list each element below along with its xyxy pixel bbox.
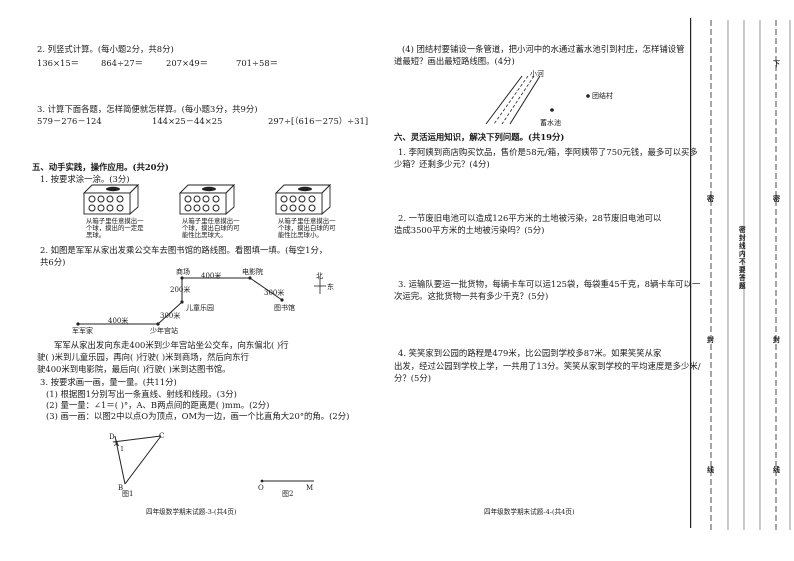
label-300-mid: 300米 bbox=[160, 312, 181, 320]
label-200: 200米 bbox=[170, 286, 191, 294]
east-label: 东 bbox=[327, 283, 334, 291]
ball-box-3 bbox=[274, 183, 332, 215]
notice-char-2: 封 bbox=[739, 234, 746, 242]
box2-caption: 从箱子里任意摸出一个球，摸出白球的可能性比黑球大。 bbox=[182, 217, 240, 239]
outer-char-3: 封 bbox=[773, 335, 780, 344]
fig1-label-b: B bbox=[118, 484, 124, 492]
s5-q2-title-2: 共6分) bbox=[40, 257, 66, 267]
box1-caption: 从箱子里任意摸出一个球，摸出的一定是黑球。 bbox=[86, 217, 144, 239]
q4-line-1: (4) 团结村要铺设一条管道，把小河中的水通过蓄水池引到村庄，怎样铺设管 bbox=[402, 44, 685, 54]
fig1-label-d: D bbox=[109, 433, 115, 441]
calc-item-3: 207×49＝ bbox=[166, 58, 209, 68]
route-line-1: 军军从家出发向东走400米到少年宫站坐公交车，向东偏北( )行 bbox=[54, 340, 289, 350]
label-shangchang: 商场 bbox=[176, 268, 190, 276]
route-line-2: 驶( )米到儿童乐园，再向( )行驶( )米到商场，然后向东行 bbox=[37, 352, 249, 362]
left-footer: 四年级数学期末试题-3-(共4页) bbox=[146, 508, 237, 516]
p4-line-2: 出发，经过公园到学校上学，一共用了13分。笑笑从家到学校的平均速度是多少米/ bbox=[394, 361, 701, 371]
right-footer: 四年级数学期末试题-4-(共4页) bbox=[484, 508, 575, 516]
fig1-label-a: A bbox=[114, 440, 120, 448]
label-400-bottom: 400米 bbox=[108, 317, 129, 325]
calc-item-4: 701÷58＝ bbox=[236, 58, 279, 68]
label-pool: 蓄水池 bbox=[540, 119, 561, 127]
fig2-label-m: M bbox=[306, 484, 314, 492]
label-400-top: 400米 bbox=[201, 272, 222, 280]
figure-1 bbox=[112, 435, 162, 485]
label-river: 小河 bbox=[530, 70, 544, 78]
fig2-caption: 图2 bbox=[282, 490, 294, 498]
route-line-3: 驶400米到电影院，最后向( )行驶( )米到达图书馆。 bbox=[37, 364, 231, 374]
north-label: 北 bbox=[316, 272, 323, 280]
calc-item-2: 864÷27＝ bbox=[101, 58, 144, 68]
label-tushuguan: 图书馆 bbox=[274, 304, 295, 312]
p2-line-1: 2. 一节废旧电池可以造成126平方米的土地被污染，28节废旧电池可以 bbox=[398, 213, 662, 223]
p1-line-2: 少箱？还剩多少元？(4分) bbox=[394, 159, 490, 169]
outer-char-4: 线 bbox=[773, 465, 780, 474]
section6-title: 六、灵活运用知识，解决下列问题。(共19分) bbox=[394, 132, 565, 142]
s5-q1-title: 1. 按要求涂一涂。(3分) bbox=[40, 174, 130, 184]
label-shaonian: 少年宫站 bbox=[150, 327, 178, 335]
q3-title: 3. 计算下面各题，怎样简便就怎样算。(每小题3分，共9分) bbox=[37, 104, 258, 114]
notice-char-7: 答 bbox=[739, 274, 746, 282]
label-dianyingyuan: 电影院 bbox=[242, 268, 263, 276]
q4-line-2: 道最短？画出最短路线图。(4分) bbox=[394, 56, 515, 66]
ball-box-1 bbox=[82, 183, 140, 215]
s5-q3-title: 3. 按要求画一画，量一量。(共11分) bbox=[40, 377, 177, 387]
inner-char-3: 线 bbox=[707, 465, 714, 474]
fig2-label-o: O bbox=[258, 484, 264, 492]
simplify-item-2: 144×25－44×25 bbox=[152, 116, 223, 126]
s5-q3-item-1: (1) 根据图1分别写出一条直线、射线和线段。(3分) bbox=[46, 389, 237, 399]
q2-title: 2. 列竖式计算。(每小题2分，共8分) bbox=[37, 44, 174, 54]
outer-char-1: 下 bbox=[773, 59, 780, 68]
p3-line-1: 3. 运输队要运一批货物，每辆卡车可以运125袋，每袋重45千克，8辆卡车可以一 bbox=[398, 279, 701, 289]
label-ertong: 儿童乐园 bbox=[186, 304, 214, 312]
figure-2 bbox=[260, 479, 314, 483]
notice-char-4: 内 bbox=[739, 250, 746, 258]
notice-char-3: 线 bbox=[739, 242, 746, 250]
simplify-item-1: 579－276－124 bbox=[37, 116, 102, 126]
binding-notice: 密 封 线 内 不 要 答 题 bbox=[739, 226, 749, 290]
p4-line-1: 4. 笑笑家到公园的路程是479米，比公园到学校多87米。如果笑笑从家 bbox=[398, 348, 662, 358]
p1-line-1: 1. 李阿姨到商店购买饮品，售价是58元/箱，李阿姨带了750元钱，最多可以买多 bbox=[398, 147, 698, 157]
outer-char-2: 密 bbox=[773, 194, 780, 203]
fig1-caption: 图1 bbox=[122, 490, 134, 498]
label-300-right: 300米 bbox=[264, 289, 285, 297]
label-village: 团结村 bbox=[592, 92, 613, 100]
label-junjun: 军军家 bbox=[72, 327, 93, 335]
fig1-label-1: 1 bbox=[120, 445, 125, 453]
calc-item-1: 136×15＝ bbox=[37, 58, 80, 68]
notice-char-5: 不 bbox=[739, 258, 746, 266]
s5-q3-item-2: (2) 量一量：∠1＝( )°，A、B两点间的距离是( )mm。(2分) bbox=[46, 400, 270, 410]
fig1-label-c: C bbox=[159, 432, 165, 440]
p2-line-2: 造成3500平方米的土地被污染吗？(5分) bbox=[394, 225, 545, 235]
route-map bbox=[76, 276, 326, 326]
box3-caption: 从箱子里任意摸出一个球，摸出白球的可能性比黑球小。 bbox=[278, 217, 336, 239]
river-diagram bbox=[485, 75, 590, 125]
inner-char-1: 密 bbox=[707, 194, 714, 203]
p4-line-3: 分？(5分) bbox=[394, 373, 431, 383]
binding-strip bbox=[690, 18, 791, 530]
ball-box-2 bbox=[178, 183, 236, 215]
section5-title: 五、动手实践，操作应用。(共20分) bbox=[32, 162, 169, 172]
simplify-item-3: 297÷[（616－275）÷31] bbox=[268, 116, 369, 126]
inner-char-2: 封 bbox=[707, 335, 714, 344]
s5-q3-item-3: (3) 画一画：以图2中以点O为顶点，OM为一边，画一个比直角大20°的角。(2… bbox=[46, 411, 350, 421]
p3-line-2: 次运完。这批货物一共有多少千克？(5分) bbox=[394, 291, 549, 301]
notice-char-8: 题 bbox=[739, 282, 746, 290]
s5-q2-title: 2. 如图是军军从家出发乘公交车去图书馆的路线图。看图填一填。(每空1分， bbox=[40, 245, 328, 255]
notice-char-6: 要 bbox=[739, 266, 746, 274]
notice-char-1: 密 bbox=[739, 226, 746, 234]
